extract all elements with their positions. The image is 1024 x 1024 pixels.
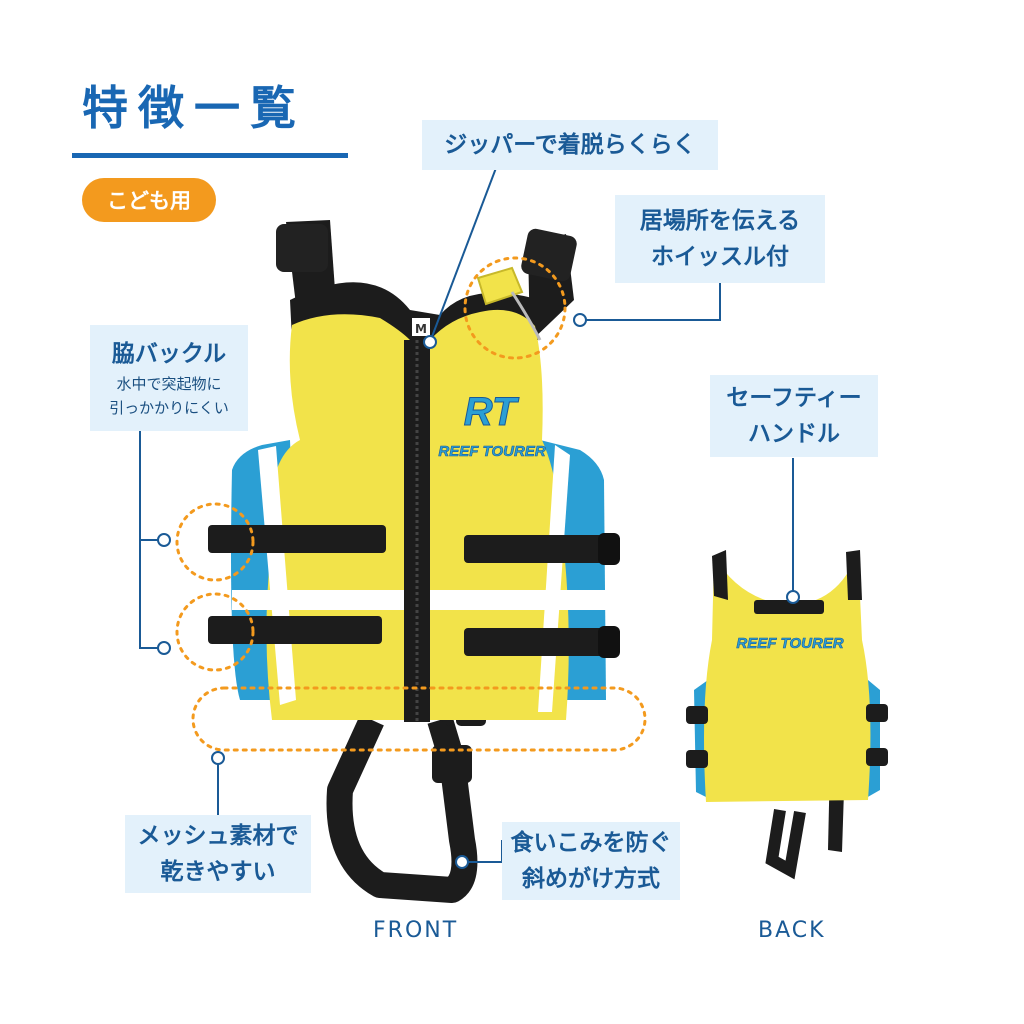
callout-crotch-strap: 食いこみを防ぐ 斜めがけ方式 [502, 822, 680, 900]
size-label: M [415, 322, 427, 336]
back-caption: BACK [758, 918, 826, 943]
svg-text:RT: RT [464, 390, 520, 434]
back-vest: REEF TOURER [686, 550, 888, 880]
back-logo: REEF TOURER [736, 635, 843, 652]
callout-zipper: ジッパーで着脱らくらく [422, 120, 718, 170]
callout-whistle: 居場所を伝える ホイッスル付 [615, 195, 825, 283]
kids-badge: こども用 [82, 178, 216, 222]
callout-safety-handle: セーフティー ハンドル [710, 375, 878, 457]
connector-dots [157, 313, 800, 869]
page-title: 特徴一覧 [82, 81, 306, 135]
title-underline [72, 153, 348, 158]
crotch-strap [326, 714, 478, 903]
front-vest: M RT REEF TOURER [208, 220, 620, 903]
connector-lines [139, 167, 794, 863]
svg-text:REEF TOURER: REEF TOURER [438, 443, 545, 460]
front-caption: FRONT [373, 918, 459, 943]
callout-side-buckle: 脇バックル 水中で突起物に 引っかかりにくい [90, 325, 248, 431]
front-logo: RT REEF TOURER [438, 390, 546, 461]
callout-mesh: メッシュ素材で 乾きやすい [125, 815, 311, 893]
highlight-rings [175, 256, 647, 752]
